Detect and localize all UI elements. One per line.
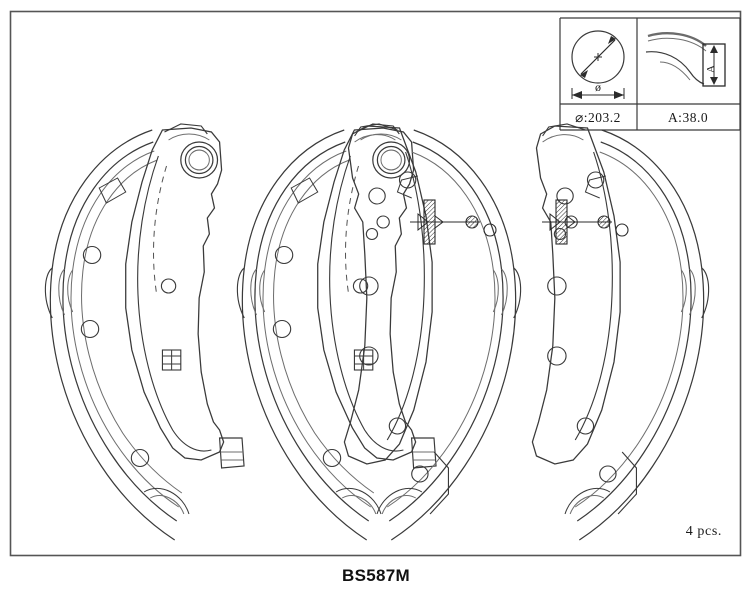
diameter-value-label: ⌀:203.2 [575,110,621,125]
section-mark-right [541,199,629,245]
diameter-detail-figure: ø [571,30,625,99]
width-value-label: A:38.0 [668,110,708,125]
drawing-frame-border [9,10,742,557]
part-number-caption: BS587M [342,566,410,585]
section-mark-left [409,199,497,245]
width-detail-figure: A [645,32,726,87]
quantity-label: 4 pcs. [686,524,722,539]
width-dim-letter: A [705,65,717,73]
diameter-dim-letter: ø [595,80,601,94]
spec-detail-box: ø A ⌀:203.2 A:38.0 [559,17,741,131]
